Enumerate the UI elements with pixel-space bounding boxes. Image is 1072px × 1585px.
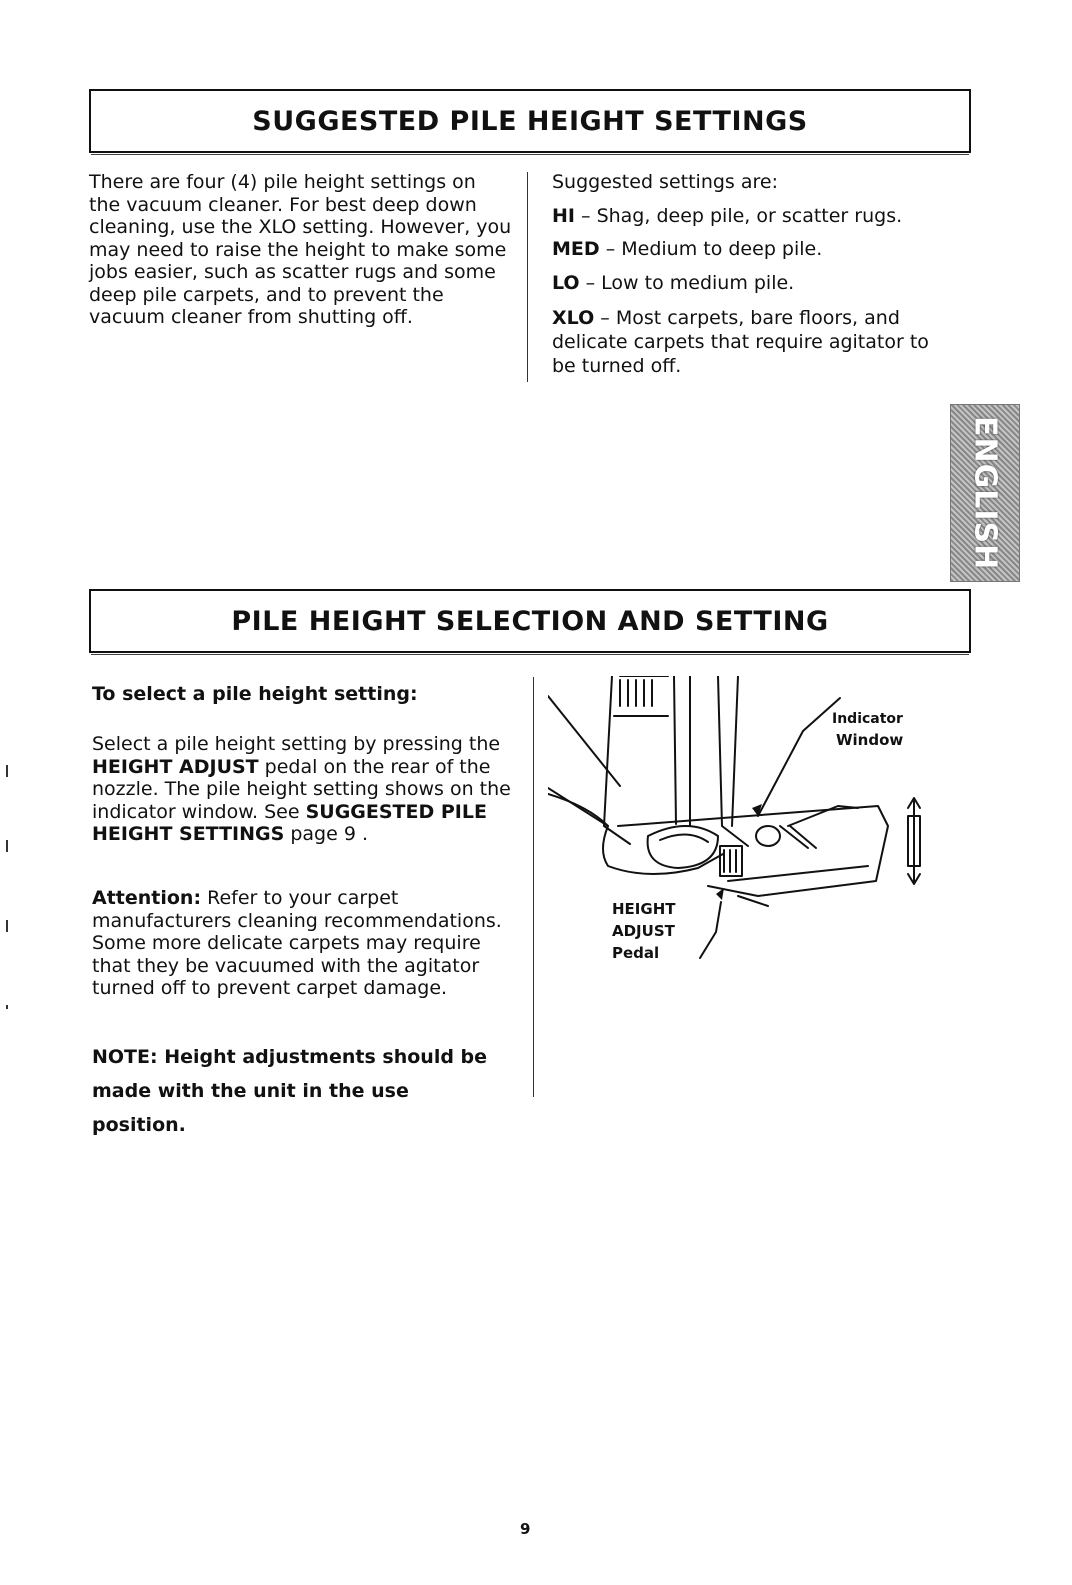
setting-xlo: XLO – Most carpets, bare floors, and del… xyxy=(552,306,947,378)
intro-paragraph: There are four (4) pile height settings … xyxy=(89,171,512,328)
language-tab: ENGLISH xyxy=(950,404,1020,582)
settings-intro: Suggested settings are: xyxy=(552,171,778,193)
adjust-label: ADJUST xyxy=(612,922,675,940)
column-divider-top xyxy=(527,172,528,382)
indicator-label: Indicator xyxy=(832,711,903,727)
setting-code: LO xyxy=(552,272,580,294)
foot xyxy=(548,793,724,875)
setting-code: HI xyxy=(552,205,575,227)
indicator-window-shape xyxy=(755,825,781,847)
bold-run: SUGGESTED PILE HEIGHT SETTINGS xyxy=(92,800,487,846)
text-run: Select a pile height setting by pressing… xyxy=(92,733,501,755)
text-run: page 9 . xyxy=(284,823,368,845)
setting-hi: HI – Shag, deep pile, or scatter rugs. xyxy=(552,204,952,228)
height-label: HEIGHT xyxy=(612,900,676,918)
section-title-suggested-settings: SUGGESTED PILE HEIGHT SETTINGS xyxy=(89,89,971,155)
setting-desc: – Medium to deep pile. xyxy=(599,238,823,260)
setting-desc: – Most carpets, bare floors, and delicat… xyxy=(552,307,929,377)
nozzle-body xyxy=(617,805,889,897)
note-paragraph: NOTE: Height adjustments should be made … xyxy=(92,1046,488,1136)
pedal-label: Pedal xyxy=(612,944,660,962)
page-number: 9 xyxy=(520,1520,531,1538)
setting-code: MED xyxy=(552,238,600,260)
scan-mark xyxy=(6,765,8,777)
handle-outline xyxy=(603,676,631,845)
instructions-paragraph: Select a pile height setting by pressing… xyxy=(92,733,512,846)
scan-mark xyxy=(6,840,8,852)
section-title-text: SUGGESTED PILE HEIGHT SETTINGS xyxy=(252,105,808,137)
setting-desc: – Shag, deep pile, or scatter rugs. xyxy=(574,205,903,227)
attention-label: Attention: xyxy=(92,887,202,909)
scan-mark xyxy=(6,920,8,932)
language-tab-label: ENGLISH xyxy=(967,415,1003,571)
vacuum-nozzle-illustration xyxy=(548,676,921,959)
setting-code: XLO xyxy=(552,307,595,329)
height-adjust-pedal xyxy=(719,845,743,877)
window-label: Window xyxy=(836,731,904,749)
attention-paragraph: Attention: Refer to your carpet manufact… xyxy=(92,887,512,1000)
column-divider-bottom xyxy=(533,677,534,1097)
setting-desc: – Low to medium pile. xyxy=(579,272,795,294)
attention-text: Refer to your carpet manufacturers clean… xyxy=(92,887,502,999)
setting-med: MED – Medium to deep pile. xyxy=(552,237,952,261)
scan-mark xyxy=(6,1005,8,1009)
section-title-text: PILE HEIGHT SELECTION AND SETTING xyxy=(231,605,829,637)
setting-lo: LO – Low to medium pile. xyxy=(552,271,952,295)
section-title-selection-setting: PILE HEIGHT SELECTION AND SETTING xyxy=(89,589,971,655)
subheading: To select a pile height setting: xyxy=(92,683,418,705)
bold-run: HEIGHT ADJUST xyxy=(92,755,259,778)
text-run: pedal on the rear of the nozzle. The pil… xyxy=(92,755,511,823)
